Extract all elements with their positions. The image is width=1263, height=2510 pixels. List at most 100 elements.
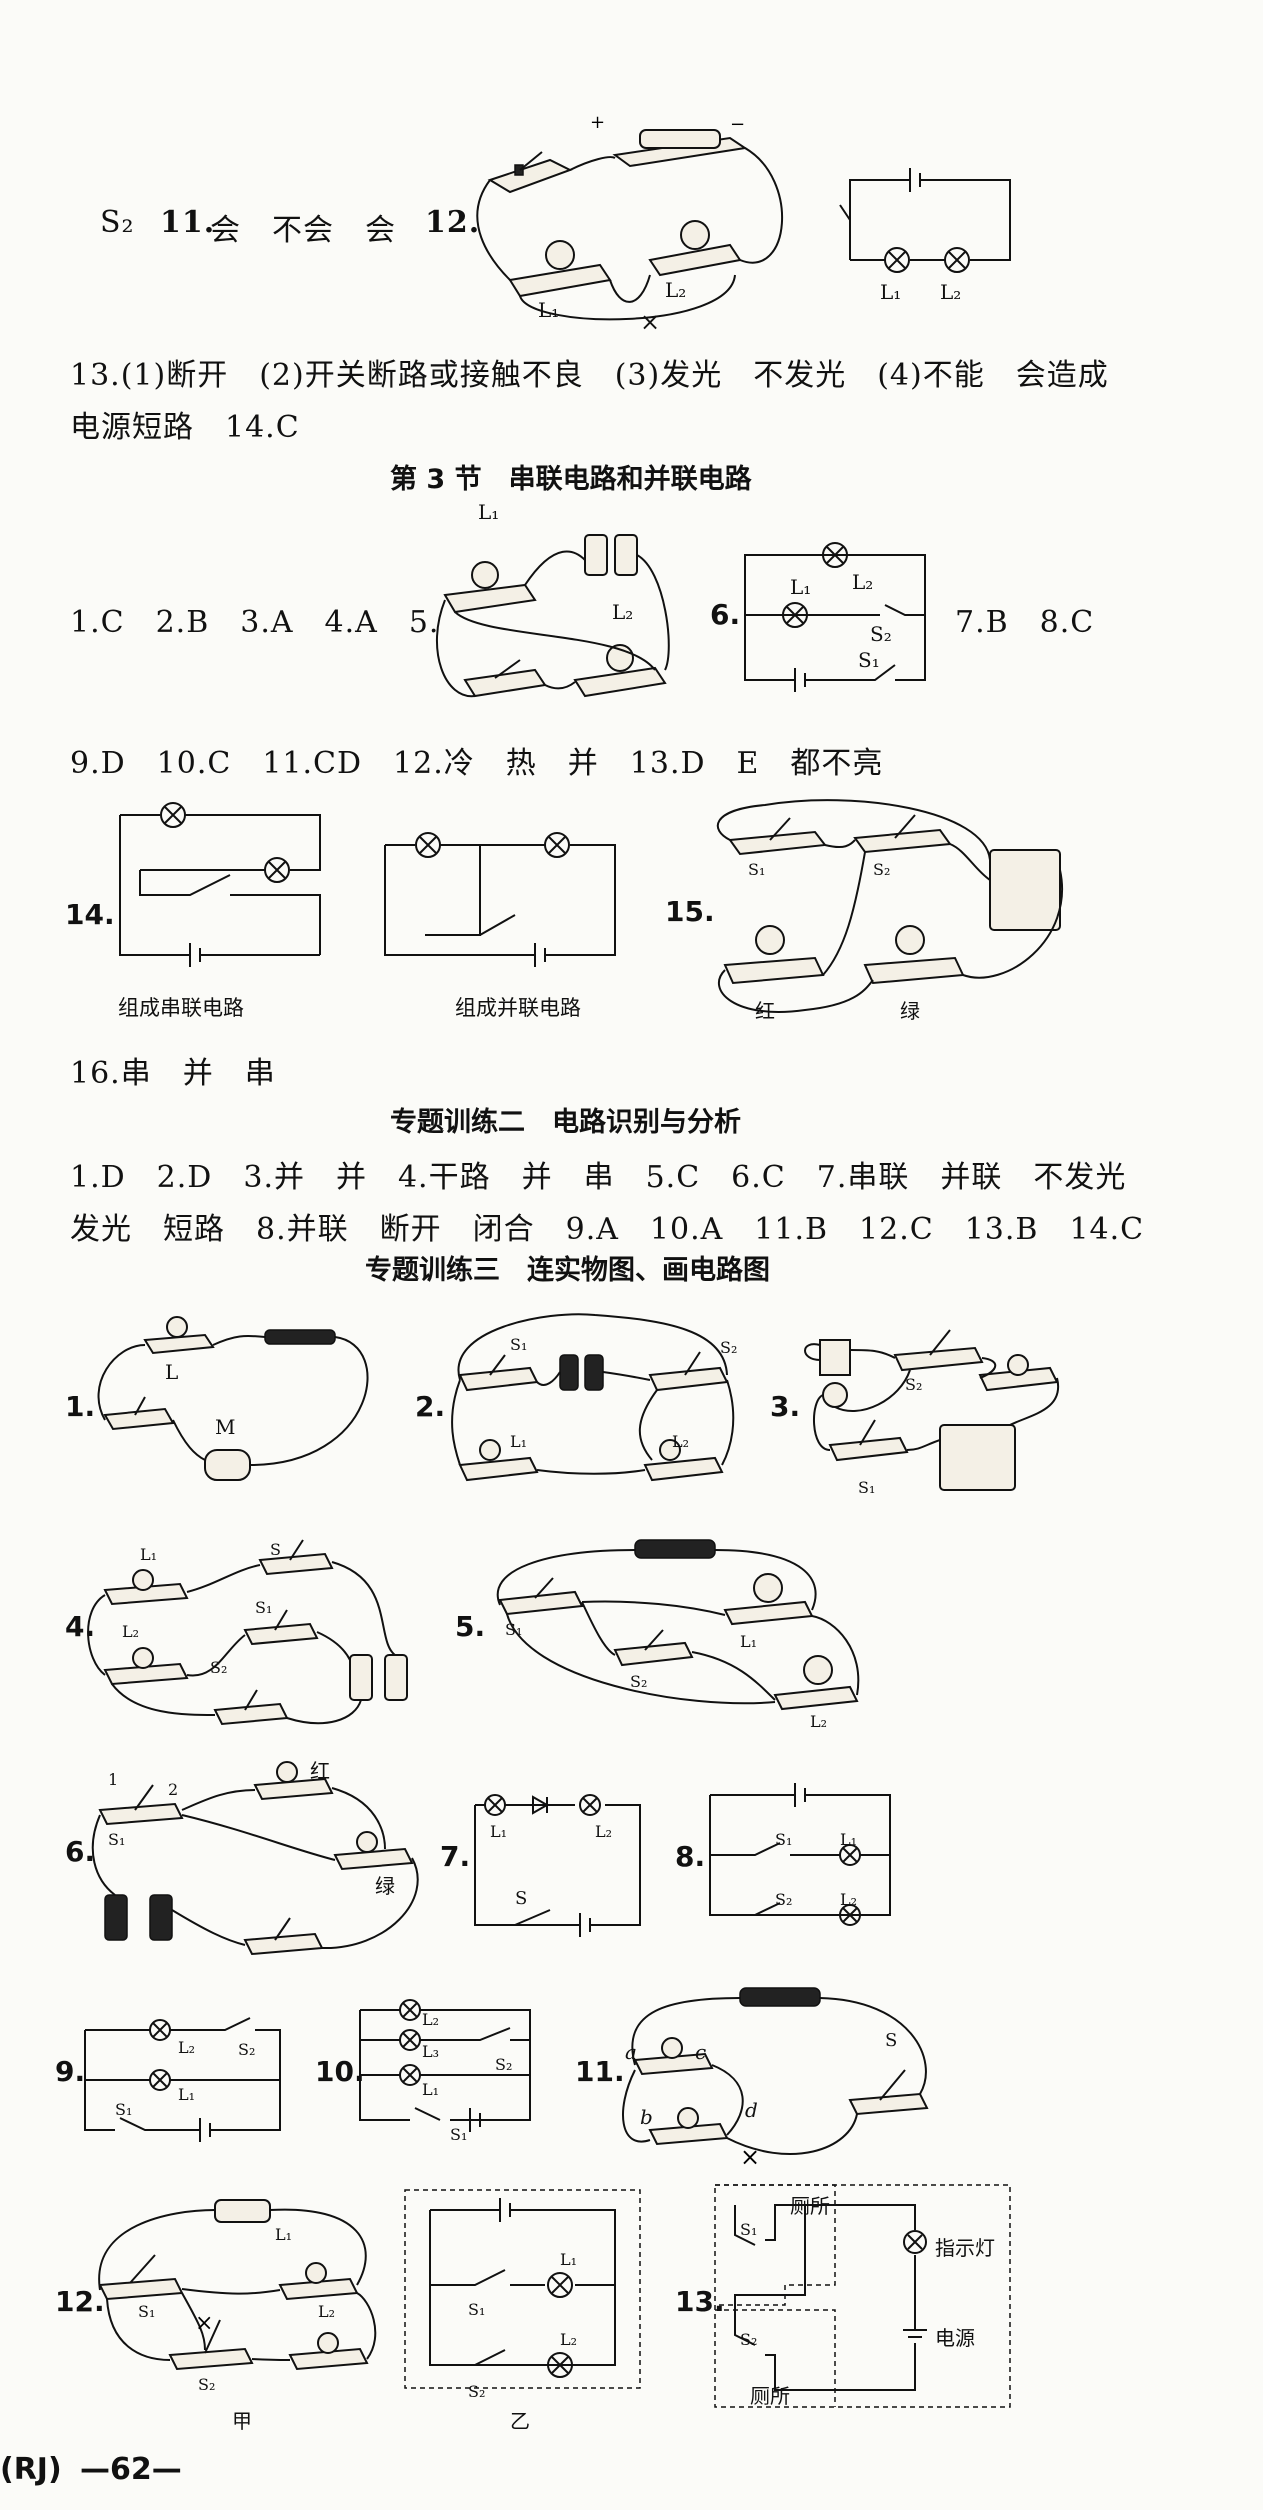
- q14-series-diagram: [119, 802, 321, 967]
- t3-q7-s: S: [515, 1888, 528, 1909]
- q12-l2-label: L₂: [665, 278, 687, 302]
- q11-answer: 会 不会 会: [210, 213, 396, 248]
- t3-q2-physical: [451, 1313, 735, 1482]
- t3-q1-m-label: M: [215, 1415, 236, 1439]
- topic2-title: 专题训练二 电路识别与分析: [390, 1107, 741, 1138]
- t3-q8-diagram: [709, 1783, 891, 1926]
- q6-label: 6.: [710, 598, 741, 631]
- q15-green-label: 绿: [900, 999, 920, 1023]
- t3-q2-s1: S₁: [510, 1335, 528, 1354]
- t3-q6-physical: [91, 1761, 419, 1956]
- t3-q6-label: 6.: [65, 1835, 96, 1868]
- t3-q8-l1: L₁: [840, 1830, 858, 1849]
- t3-q12-physical: ×: [98, 2199, 377, 2371]
- t3-q11-d: d: [745, 2098, 758, 2122]
- t3-q1-label: 1.: [65, 1390, 96, 1423]
- t3-q11-s: S: [885, 2030, 898, 2051]
- q12-diag-l2: L₂: [940, 280, 962, 304]
- t3-q9-s1: S₁: [115, 2100, 133, 2119]
- section3-answers-9-13: 9.D 10.C 11.CD 12.冷 热 并 13.D E 都不亮: [70, 746, 884, 781]
- t3-q13-diagram: [714, 2184, 1011, 2408]
- t3-q13-s2: S₂: [740, 2330, 758, 2349]
- t3-q10-diagram: [359, 1999, 531, 2132]
- q5-l2-label: L₂: [612, 600, 634, 624]
- t3-q5-l1: L₁: [740, 1632, 758, 1651]
- t3-q4-l1: L₁: [140, 1545, 158, 1564]
- t3-q10-s1: S₁: [450, 2125, 468, 2144]
- t3-q12-s2: S₂: [198, 2375, 216, 2394]
- t3-q6-s1: S₁: [108, 1830, 126, 1849]
- t3-q12-s1: S₁: [138, 2302, 156, 2321]
- t3-q10-l2: L₂: [422, 2010, 440, 2029]
- t3-q9-l1: L₁: [178, 2085, 196, 2104]
- q12-physical-circuit: +−: [476, 112, 784, 321]
- t3-q4-physical: [87, 1539, 408, 1726]
- q12-l1-label: L₁: [538, 298, 560, 322]
- t3-q4-s: S: [270, 1540, 281, 1559]
- topic2-answers-line2: 发光 短路 8.并联 断开 闭合 9.A 10.A 11.B 12.C 13.B…: [70, 1212, 1145, 1247]
- t3-q12-yi-l1: L₁: [560, 2250, 578, 2269]
- t3-q10-label: 10.: [315, 2055, 365, 2088]
- t3-q6-terminal-2: 2: [168, 1780, 179, 1799]
- t3-q5-label: 5.: [455, 1610, 486, 1643]
- t3-q10-l1: L₁: [422, 2080, 440, 2099]
- t3-q10-s2: S₂: [495, 2055, 513, 2074]
- t3-q12-yi-s1: S₁: [468, 2300, 486, 2319]
- t3-q12-yi-s2: S₂: [468, 2382, 486, 2401]
- t3-q12-label: 12.: [55, 2285, 105, 2318]
- q14-parallel-diagram: [384, 832, 616, 967]
- t3-q4-s1: S₁: [255, 1598, 273, 1617]
- q12-diag-l1: L₁: [880, 280, 902, 304]
- q15-red-label: 红: [755, 999, 775, 1023]
- t3-q3-label: 3.: [770, 1390, 801, 1423]
- section3-answers-1-5: 1.C 2.B 3.A 4.A 5.: [70, 605, 440, 640]
- q11-label: 11.: [160, 205, 216, 240]
- t3-q12-yi-diagram: [404, 2189, 641, 2389]
- t3-q12-l2: L₂: [318, 2302, 336, 2321]
- q13-answer-line1: 13.(1)断开 (2)开关断路或接触不良 (3)发光 不发光 (4)不能 会造…: [70, 358, 1109, 393]
- t3-q3-physical: [804, 1329, 1060, 1491]
- t3-q11-c: c: [695, 2040, 707, 2064]
- topic2-answers-line1: 1.D 2.D 3.并 并 4.干路 并 串 5.C 6.C 7.串联 并联 不…: [70, 1160, 1127, 1195]
- t3-q2-label: 2.: [415, 1390, 446, 1423]
- t3-q9-s2: S₂: [238, 2040, 256, 2059]
- t3-q8-s1: S₁: [775, 1830, 793, 1849]
- t3-q13-toilet-bottom: 厕所: [750, 2384, 790, 2408]
- t3-q1-physical: [97, 1316, 369, 1481]
- q15-s2-label: S₂: [873, 860, 891, 879]
- t3-q5-physical: [496, 1539, 860, 1711]
- t3-q9-l2: L₂: [178, 2038, 196, 2057]
- t3-q13-label: 13.: [675, 2285, 725, 2318]
- t3-q9-label: 9.: [55, 2055, 86, 2088]
- t3-q7-l1: L₁: [490, 1822, 508, 1841]
- q5-l1-label: L₁: [478, 500, 500, 524]
- t3-q13-power: 电源: [935, 2326, 975, 2350]
- t3-q11-a: a: [625, 2040, 637, 2064]
- t3-q1-l-label: L: [165, 1360, 179, 1384]
- q6-s2-label: S₂: [870, 622, 892, 646]
- s2-label: S₂: [100, 205, 135, 240]
- t3-q12-yi: 乙: [510, 2409, 530, 2433]
- t3-q4-s2: S₂: [210, 1658, 228, 1677]
- t3-q9-diagram: [84, 2017, 281, 2142]
- q15-s1-label: S₁: [748, 860, 766, 879]
- svg-text:×: ×: [195, 2311, 213, 2336]
- t3-q10-l3: L₃: [422, 2042, 440, 2061]
- t3-q6-green: 绿: [375, 1874, 395, 1898]
- t3-q5-s1: S₁: [505, 1620, 523, 1639]
- q15-physical-circuit: [716, 799, 1063, 1013]
- q5-physical-circuit: [436, 534, 670, 698]
- q15-label: 15.: [665, 895, 715, 928]
- t3-q11-physical: ×: [622, 1987, 929, 2171]
- t3-q13-s1: S₁: [740, 2220, 758, 2239]
- q6-s1-label: S₁: [858, 648, 880, 672]
- t3-q7-diagram: [474, 1794, 641, 1937]
- t3-q4-l2: L₂: [122, 1622, 140, 1641]
- q14-caption-parallel: 组成并联电路: [455, 996, 581, 1020]
- q13-answer-line2: 电源短路 14.C: [70, 410, 300, 445]
- q12-x-mark: ×: [640, 308, 661, 336]
- q6-l1-label: L₁: [790, 575, 812, 599]
- t3-q8-l2: L₂: [840, 1890, 858, 1909]
- q6-l2-label: L₂: [852, 570, 874, 594]
- t3-q11-label: 11.: [575, 2055, 625, 2088]
